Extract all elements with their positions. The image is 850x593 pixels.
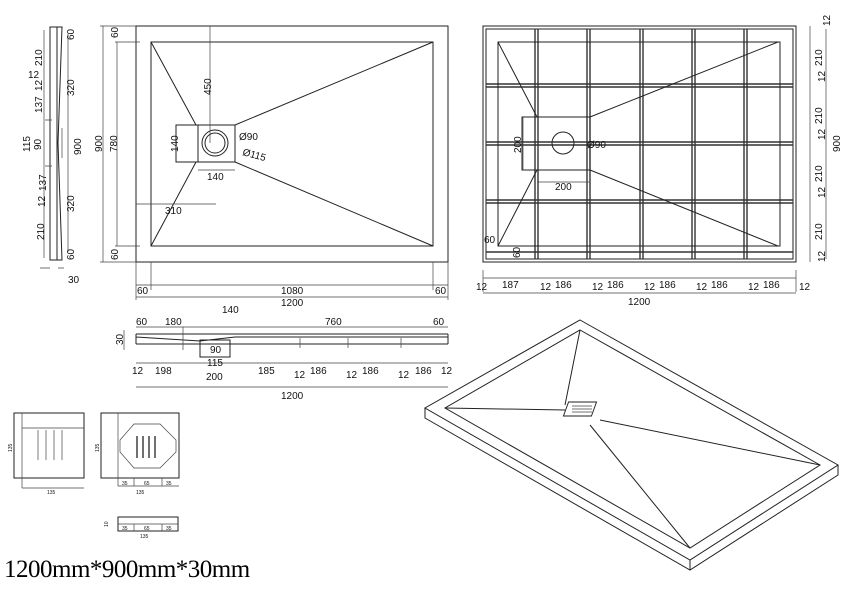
dim-label: 1200 bbox=[281, 391, 304, 402]
dim-label: 320 bbox=[66, 79, 77, 96]
plan-view: 60 450 900 780 140 Ø90 Ø115 140 310 60 6… bbox=[94, 25, 449, 309]
isometric-view bbox=[423, 319, 839, 571]
dim-label: 310 bbox=[165, 206, 182, 217]
side-view: 60 210 12 320 12 137 115 90 900 137 12 3… bbox=[22, 26, 84, 286]
dim-label: 35 bbox=[122, 481, 128, 487]
dim-label: 90 bbox=[33, 138, 44, 150]
dim-label: 12 bbox=[34, 79, 45, 91]
dim-label: 135 bbox=[140, 534, 149, 540]
dim-label: 135 bbox=[136, 490, 145, 496]
dim-label: 135 bbox=[47, 490, 56, 496]
dim-label: 12 bbox=[817, 70, 828, 82]
dim-label: 186 bbox=[555, 280, 572, 291]
dim-label: 12 bbox=[398, 370, 410, 381]
dim-label: 140 bbox=[170, 135, 181, 152]
dim-label: 137 bbox=[38, 174, 49, 191]
dim-label: 12 bbox=[748, 282, 760, 293]
dim-label: 10 bbox=[104, 521, 110, 527]
dim-label: 12 bbox=[132, 366, 144, 377]
dim-label: 115 bbox=[22, 136, 33, 152]
dim-label: 210 bbox=[814, 107, 825, 124]
dim-label: 90 bbox=[210, 345, 222, 356]
dim-label: 12 bbox=[346, 370, 358, 381]
dim-label: 200 bbox=[555, 182, 572, 193]
dim-label: 35 bbox=[166, 526, 172, 532]
dim-label: 186 bbox=[711, 280, 728, 291]
dim-label: 198 bbox=[155, 366, 172, 377]
dim-label: 65 bbox=[144, 526, 150, 532]
dim-label: 12 bbox=[817, 128, 828, 140]
dim-label: 60 bbox=[66, 248, 77, 260]
dim-label: Ø90 bbox=[239, 132, 258, 143]
dim-label: 140 bbox=[207, 172, 224, 183]
dim-label: 12 bbox=[822, 14, 833, 26]
dim-label: 30 bbox=[68, 275, 80, 286]
dim-label: Ø115 bbox=[241, 147, 267, 164]
dim-label: 12 bbox=[540, 282, 552, 293]
dim-label: 210 bbox=[814, 49, 825, 66]
dim-label: 30 bbox=[115, 333, 126, 345]
dim-label: 210 bbox=[814, 165, 825, 182]
dim-label: 35 bbox=[122, 526, 128, 532]
dim-label: 60 bbox=[435, 286, 447, 297]
dim-label: 12 bbox=[817, 250, 828, 262]
dim-label: 900 bbox=[94, 135, 105, 152]
dim-label: 780 bbox=[109, 135, 120, 152]
dim-label: 115 bbox=[207, 358, 223, 369]
dim-label: 186 bbox=[607, 280, 624, 291]
dim-label: 1080 bbox=[281, 286, 304, 297]
dim-label: 1200 bbox=[628, 297, 651, 308]
dim-label: 210 bbox=[36, 223, 47, 240]
dim-label: 210 bbox=[814, 223, 825, 240]
dim-label: 186 bbox=[310, 366, 327, 377]
dim-label: 186 bbox=[763, 280, 780, 291]
dim-label: 60 bbox=[137, 286, 149, 297]
dimensions-caption: 1200mm*900mm*30mm bbox=[4, 556, 250, 583]
dim-label: 180 bbox=[165, 317, 182, 328]
dim-label: Ø90 bbox=[587, 140, 606, 151]
dim-label: 1200 bbox=[281, 298, 304, 309]
dim-label: 12 bbox=[28, 70, 40, 81]
dim-label: 12 bbox=[696, 282, 708, 293]
dim-label: 12 bbox=[294, 370, 306, 381]
dim-label: 200 bbox=[206, 372, 223, 383]
dim-label: 60 bbox=[110, 248, 121, 260]
dim-label: 12 bbox=[441, 366, 453, 377]
dim-label: 900 bbox=[832, 135, 843, 152]
dim-label: 137 bbox=[34, 96, 45, 113]
dim-label: 760 bbox=[325, 317, 342, 328]
dim-label: 12 bbox=[37, 195, 48, 207]
dim-label: 60 bbox=[136, 317, 148, 328]
dim-label: 187 bbox=[502, 280, 519, 291]
dim-label: 135 bbox=[95, 443, 101, 452]
dim-label: 185 bbox=[258, 366, 275, 377]
dim-label: 320 bbox=[66, 195, 77, 212]
dim-label: 900 bbox=[73, 138, 84, 155]
dim-label: 60 bbox=[484, 235, 496, 246]
dim-label: 60 bbox=[512, 246, 523, 258]
dim-label: 60 bbox=[66, 28, 77, 40]
dim-label: 450 bbox=[203, 78, 214, 95]
dim-label: 186 bbox=[362, 366, 379, 377]
dim-label: 186 bbox=[415, 366, 432, 377]
dim-label: 12 bbox=[476, 282, 488, 293]
dim-label: 135 bbox=[8, 443, 14, 452]
dim-label: 12 bbox=[644, 282, 656, 293]
dim-label: 60 bbox=[110, 26, 121, 38]
dim-label: 65 bbox=[144, 481, 150, 487]
dim-label: 35 bbox=[166, 481, 172, 487]
dim-label: 140 bbox=[222, 305, 239, 316]
grid-underside-view: 12 210 12 210 12 900 210 12 210 12 200 Ø… bbox=[476, 14, 843, 308]
section-view: 140 60 180 760 60 30 90 115 12 198 200 1… bbox=[115, 305, 453, 402]
dim-label: 12 bbox=[799, 282, 811, 293]
dim-label: 60 bbox=[433, 317, 445, 328]
dim-label: 210 bbox=[34, 49, 45, 66]
dim-label: 12 bbox=[592, 282, 604, 293]
dim-label: 200 bbox=[513, 136, 524, 153]
dim-label: 186 bbox=[659, 280, 676, 291]
dim-label: 12 bbox=[817, 186, 828, 198]
drain-details: 135 135 135 135 35 65 35 35 65 35 135 10 bbox=[8, 412, 180, 540]
